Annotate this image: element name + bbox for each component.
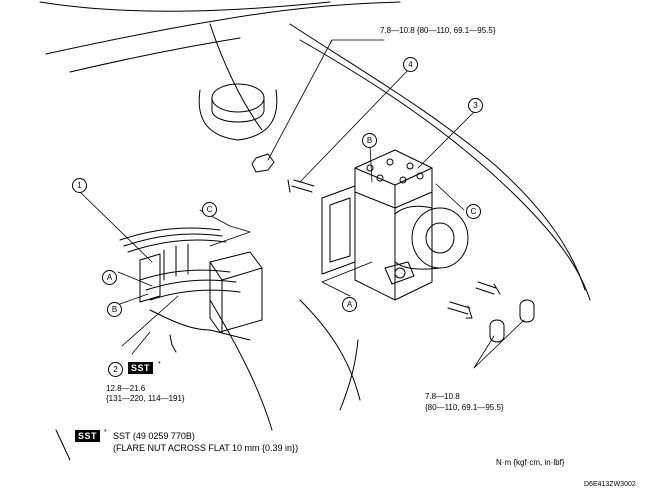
callout-a-left: A (102, 270, 117, 285)
callout-b-top: B (362, 133, 377, 148)
sst-star: * (158, 361, 161, 368)
abs-hydraulic-unit (321, 149, 469, 301)
callout-b-left: B (107, 302, 122, 317)
callout-c-right: C (466, 204, 481, 219)
callout-3: 3 (468, 98, 483, 113)
torque-right-line2: {80—110, 69.1—95.5} (425, 403, 504, 412)
callout-a-right: A (342, 297, 357, 312)
strut-edge (55, 429, 71, 461)
sst-legend-text: SST (49 0259 770B) (113, 431, 195, 441)
pipe-bracket (119, 227, 263, 353)
torque-left-line1: 12.8—21.6 (106, 384, 146, 393)
sst-legend-badge: SST (75, 430, 101, 442)
torque-right-line1: 7.8—10.8 (425, 392, 460, 401)
mounting-bolts (251, 153, 535, 343)
sst-legend-star: * (104, 429, 107, 436)
torque-left-line2: {131—220, 114—191} (106, 394, 185, 403)
callout-c-left: C (202, 202, 217, 217)
figure-code: D6E413ZW3002 (584, 481, 636, 488)
callout-1: 1 (72, 178, 87, 193)
body-outline (39, 1, 591, 431)
torque-top: 7.8—10.8 {80—110, 69.1—95.5} (380, 26, 496, 35)
units-legend: N·m {kgf·cm, in·lbf} (496, 458, 565, 467)
callout-4: 4 (403, 57, 418, 72)
sst-legend-note: (FLARE NUT ACROSS FLAT 10 mm {0.39 in}) (113, 443, 299, 453)
leader-lines (79, 39, 525, 369)
sst-badge: SST (128, 362, 154, 374)
callout-2: 2 (108, 362, 123, 377)
reservoir-cap (198, 83, 278, 141)
